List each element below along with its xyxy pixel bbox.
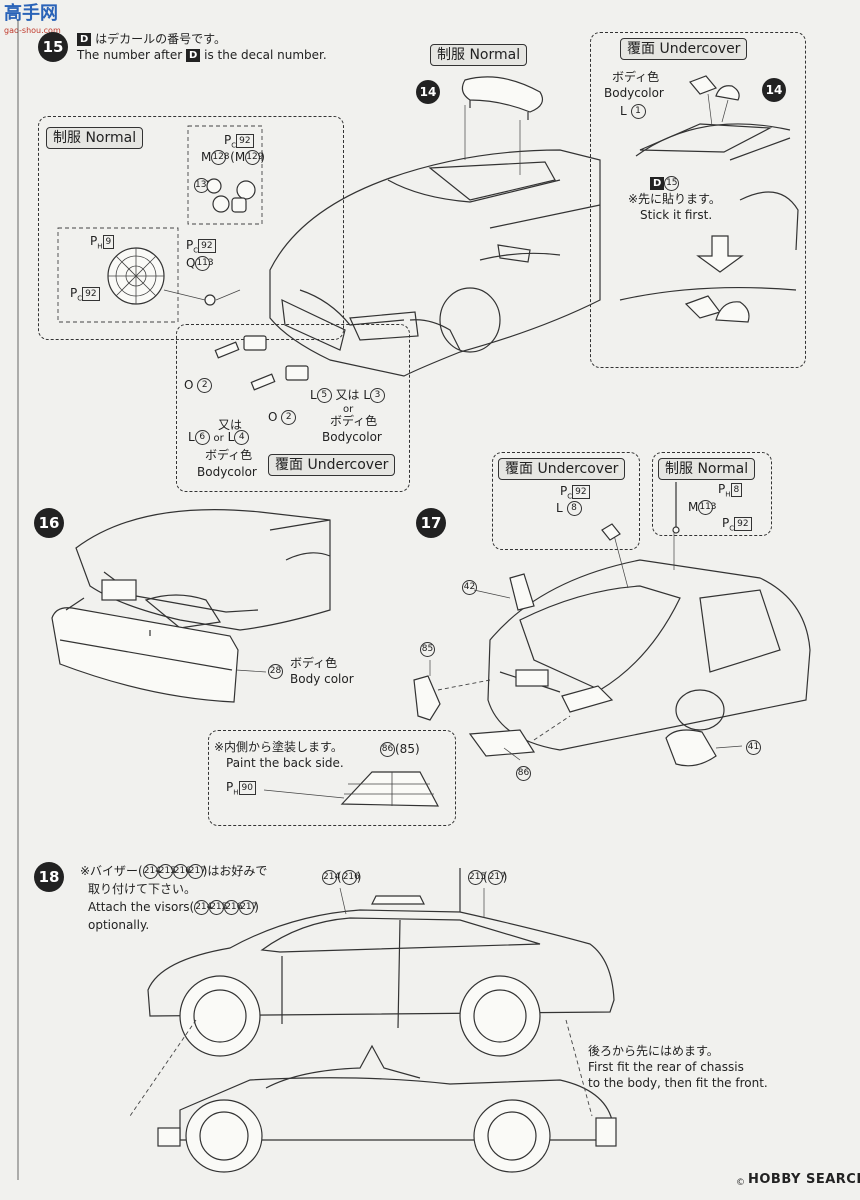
label-or-a: or — [343, 404, 354, 415]
visor-note-en-2: optionally. — [88, 918, 150, 932]
label-l1: L 1 — [620, 104, 646, 119]
footer-brand: HOBBY SEARCH — [748, 1172, 860, 1187]
label-part-85: 85 — [420, 642, 435, 657]
label-visor-215-217: 215(217) — [468, 870, 508, 885]
label-part-86: 86 — [516, 766, 531, 781]
decal-note-jp: D はデカールの番号です。 — [77, 32, 226, 47]
undercover-tag-17: 覆面 Undercover — [498, 458, 626, 480]
car-side-view — [147, 868, 615, 1057]
label-bodyiro-top: ボディ色 — [612, 70, 660, 84]
label-part-41: 41 — [746, 740, 761, 755]
step-number-15: 15 — [38, 32, 68, 62]
visor-note-jp-2: 取り付けて下さい。 — [88, 882, 197, 896]
label-saki-en: Stick it first. — [640, 208, 713, 222]
undercover-tag-top: 覆面 Undercover — [620, 38, 748, 60]
label-bodycolor-b: Bodycolor — [197, 465, 257, 479]
label-m113-17: M113 — [688, 500, 717, 515]
label-o2-b: O 2 — [268, 410, 297, 425]
label-bodycolor-16: Body color — [290, 672, 354, 686]
chassis-drawing — [129, 1019, 617, 1173]
watermark-logo: 高手网 — [4, 3, 58, 24]
normal-tag-top: 制服 Normal — [430, 44, 528, 66]
normal-tag-left: 制服 Normal — [46, 127, 144, 149]
label-m128-m129: M128 (M129) — [201, 150, 265, 165]
label-bodycolor-top: Bodycolor — [604, 86, 664, 100]
watermark-url: gao-shou.com — [4, 26, 61, 35]
label-q113: Q113 — [186, 256, 214, 271]
decal-note-jp-text: はデカールの番号です。 — [95, 32, 226, 46]
footer-copyright: © — [736, 1178, 745, 1188]
chassis-note-en-2: to the body, then fit the front. — [588, 1076, 768, 1090]
label-inside-jp: ※内側から塗装します。 — [214, 740, 343, 754]
step-number-17: 17 — [416, 508, 446, 538]
decal-note-en-a: The number after — [77, 48, 183, 62]
label-part-28: 28 — [268, 664, 283, 679]
decal-note-en: The number after D is the decal number. — [77, 48, 327, 63]
label-l8-17: L 8 — [556, 501, 582, 516]
undercover-frame-17 — [492, 452, 640, 550]
chassis-note-jp: 後ろから先にはめます。 — [588, 1044, 719, 1058]
lightbar-drawing — [461, 76, 543, 120]
label-bodyiro-16: ボディ色 — [290, 656, 338, 670]
label-matawa-b: 又は — [218, 418, 243, 432]
emblem-detail — [187, 125, 263, 225]
undercover-lights — [214, 335, 309, 391]
car-rear-view — [413, 482, 811, 767]
normal-tag-17: 制服 Normal — [658, 458, 756, 480]
label-o2-a: O 2 — [184, 378, 213, 393]
roof-beacon-detail — [619, 75, 799, 323]
normal-frame-17 — [652, 452, 772, 536]
label-bodyiro-a: ボディ色 — [330, 414, 378, 428]
visor-note-jp-1: ※バイザー(214215216217)はお好みで — [80, 864, 268, 879]
rear-bumper-drawing — [51, 509, 331, 703]
label-bodycolor-a: Bodycolor — [322, 430, 382, 444]
decal-d-box-2: D — [186, 49, 201, 62]
undercover-tag-bottom: 覆面 Undercover — [268, 454, 396, 476]
label-saki-jp: ※先に貼ります。 — [628, 192, 721, 206]
chassis-note-en-1: First fit the rear of chassis — [588, 1060, 744, 1074]
step-number-16: 16 — [34, 508, 64, 538]
ref-14-top: 14 — [416, 80, 440, 104]
label-inside-parts: 86(85) — [380, 742, 420, 757]
label-bodyiro-b: ボディ色 — [205, 448, 253, 462]
label-part-42: 42 — [462, 580, 477, 595]
back-side-part — [263, 771, 440, 807]
visor-note-en-1: Attach the visors(214215216217) — [88, 900, 259, 915]
label-visor-214-216: 214(216) — [322, 870, 362, 885]
back-side-frame — [208, 730, 456, 826]
step-number-18: 18 — [34, 862, 64, 892]
label-inside-en: Paint the back side. — [226, 756, 344, 770]
ref-14-undercover: 14 — [762, 78, 786, 102]
decal-note-en-b: is the decal number. — [204, 48, 327, 62]
undercover-frame-top — [590, 32, 806, 368]
emblem-medallion — [57, 227, 241, 323]
normal-frame-left — [38, 116, 344, 340]
undercover-frame-bottom — [176, 324, 410, 492]
car-front-view — [269, 105, 601, 377]
decal-d-box: D — [77, 33, 92, 46]
